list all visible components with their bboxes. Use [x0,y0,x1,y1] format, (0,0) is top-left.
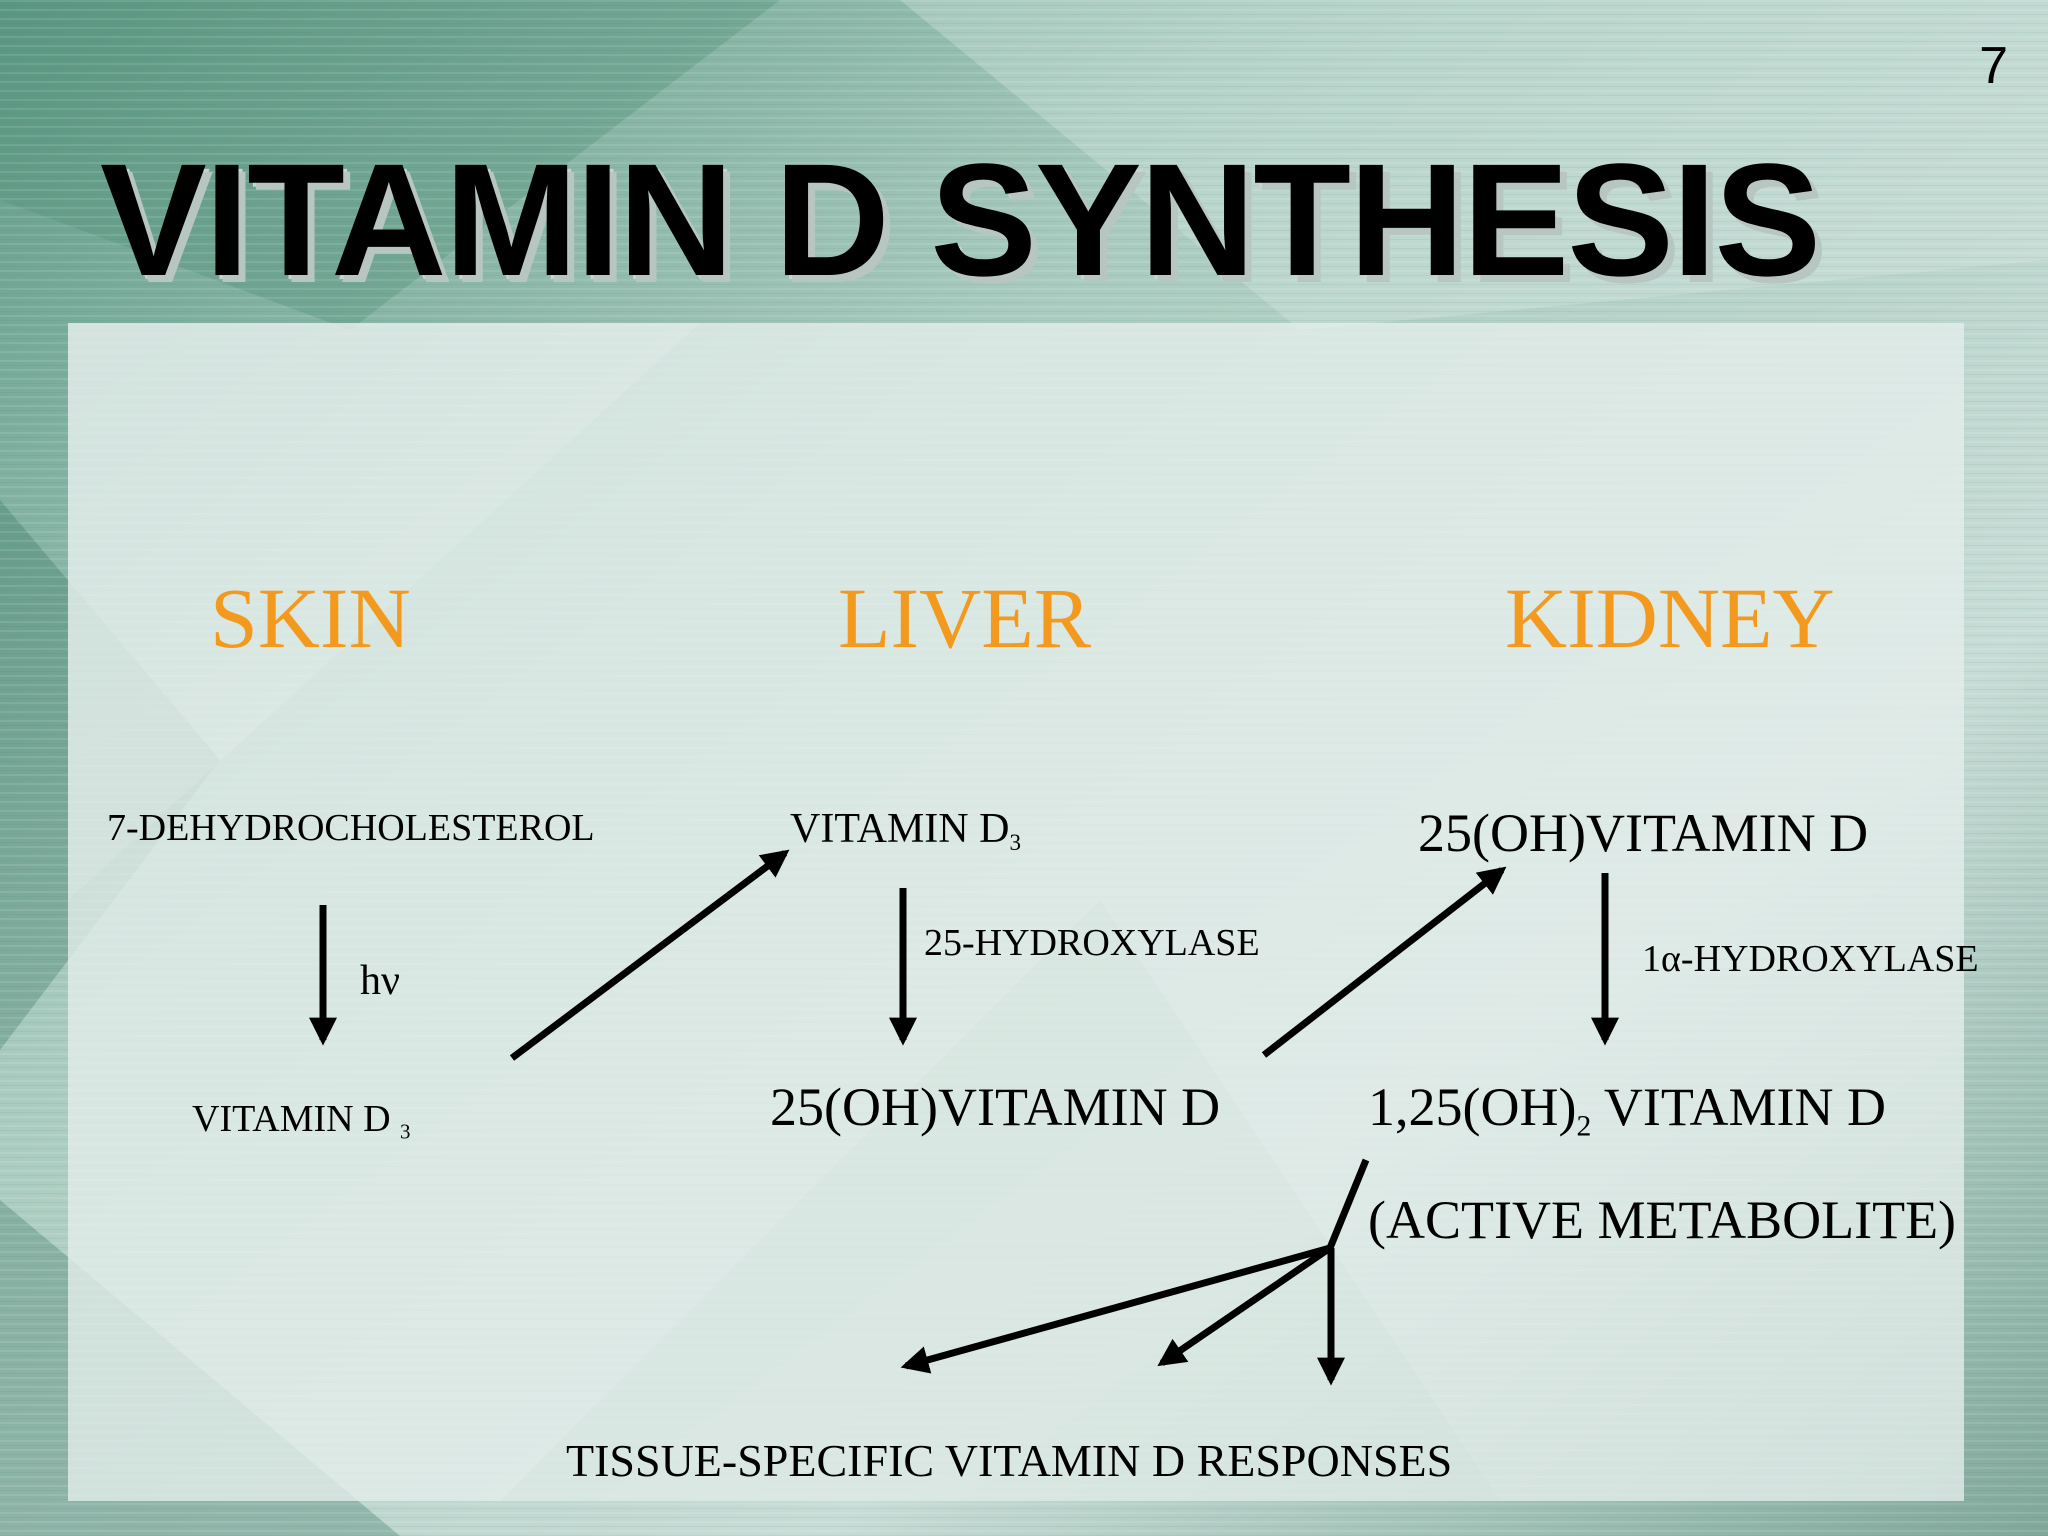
skin-precursor: 7-DEHYDROCHOLESTEROL [107,807,595,849]
organ-label-skin: SKIN [210,570,411,666]
tissue-responses-label: TISSUE-SPECIFIC VITAMIN D RESPONSES [566,1435,1453,1486]
skin-product-name: VITAMIN D [192,1098,391,1140]
active-metabolite-note: (ACTIVE METABOLITE) [1368,1190,1957,1250]
kidney-substrate: 25(OH)VITAMIN D [1418,803,1869,863]
liver-substrate-name: VITAMIN D [790,806,1010,852]
content-panel [68,323,1964,1501]
liver-substrate-subscript: 3 [1009,829,1021,856]
liver-substrate: VITAMIN D3 [790,806,1021,854]
arrow-skin-to-liver [509,849,790,1061]
kidney-product-prefix: 1,25(OH) [1368,1077,1577,1137]
kidney-enzyme: 1α-HYDROXYLASE [1642,938,1979,980]
arrow-response-1 [900,1244,1331,1374]
kidney-product: 1,25(OH)2 VITAMIN D [1368,1077,1886,1141]
uv-light-label: hν [360,958,400,1004]
organ-label-liver: LIVER [838,570,1092,666]
skin-product-subscript: 3 [400,1119,411,1144]
kidney-product-subscript: 2 [1576,1110,1592,1143]
branch-stem [1326,1158,1370,1250]
kidney-product-suffix: VITAMIN D [1591,1077,1886,1137]
liver-enzyme: 25-HYDROXYLASE [924,922,1260,964]
organ-label-kidney: KIDNEY [1505,570,1835,666]
page-title: VITAMIN D SYNTHESIS [100,130,1821,309]
arrow-response-2 [1157,1245,1332,1367]
liver-product: 25(OH)VITAMIN D [770,1077,1221,1137]
arrow-liver-to-kidney [1261,866,1507,1058]
skin-product: VITAMIN D 3 [192,1098,411,1142]
page-number: 7 [1979,37,2008,95]
